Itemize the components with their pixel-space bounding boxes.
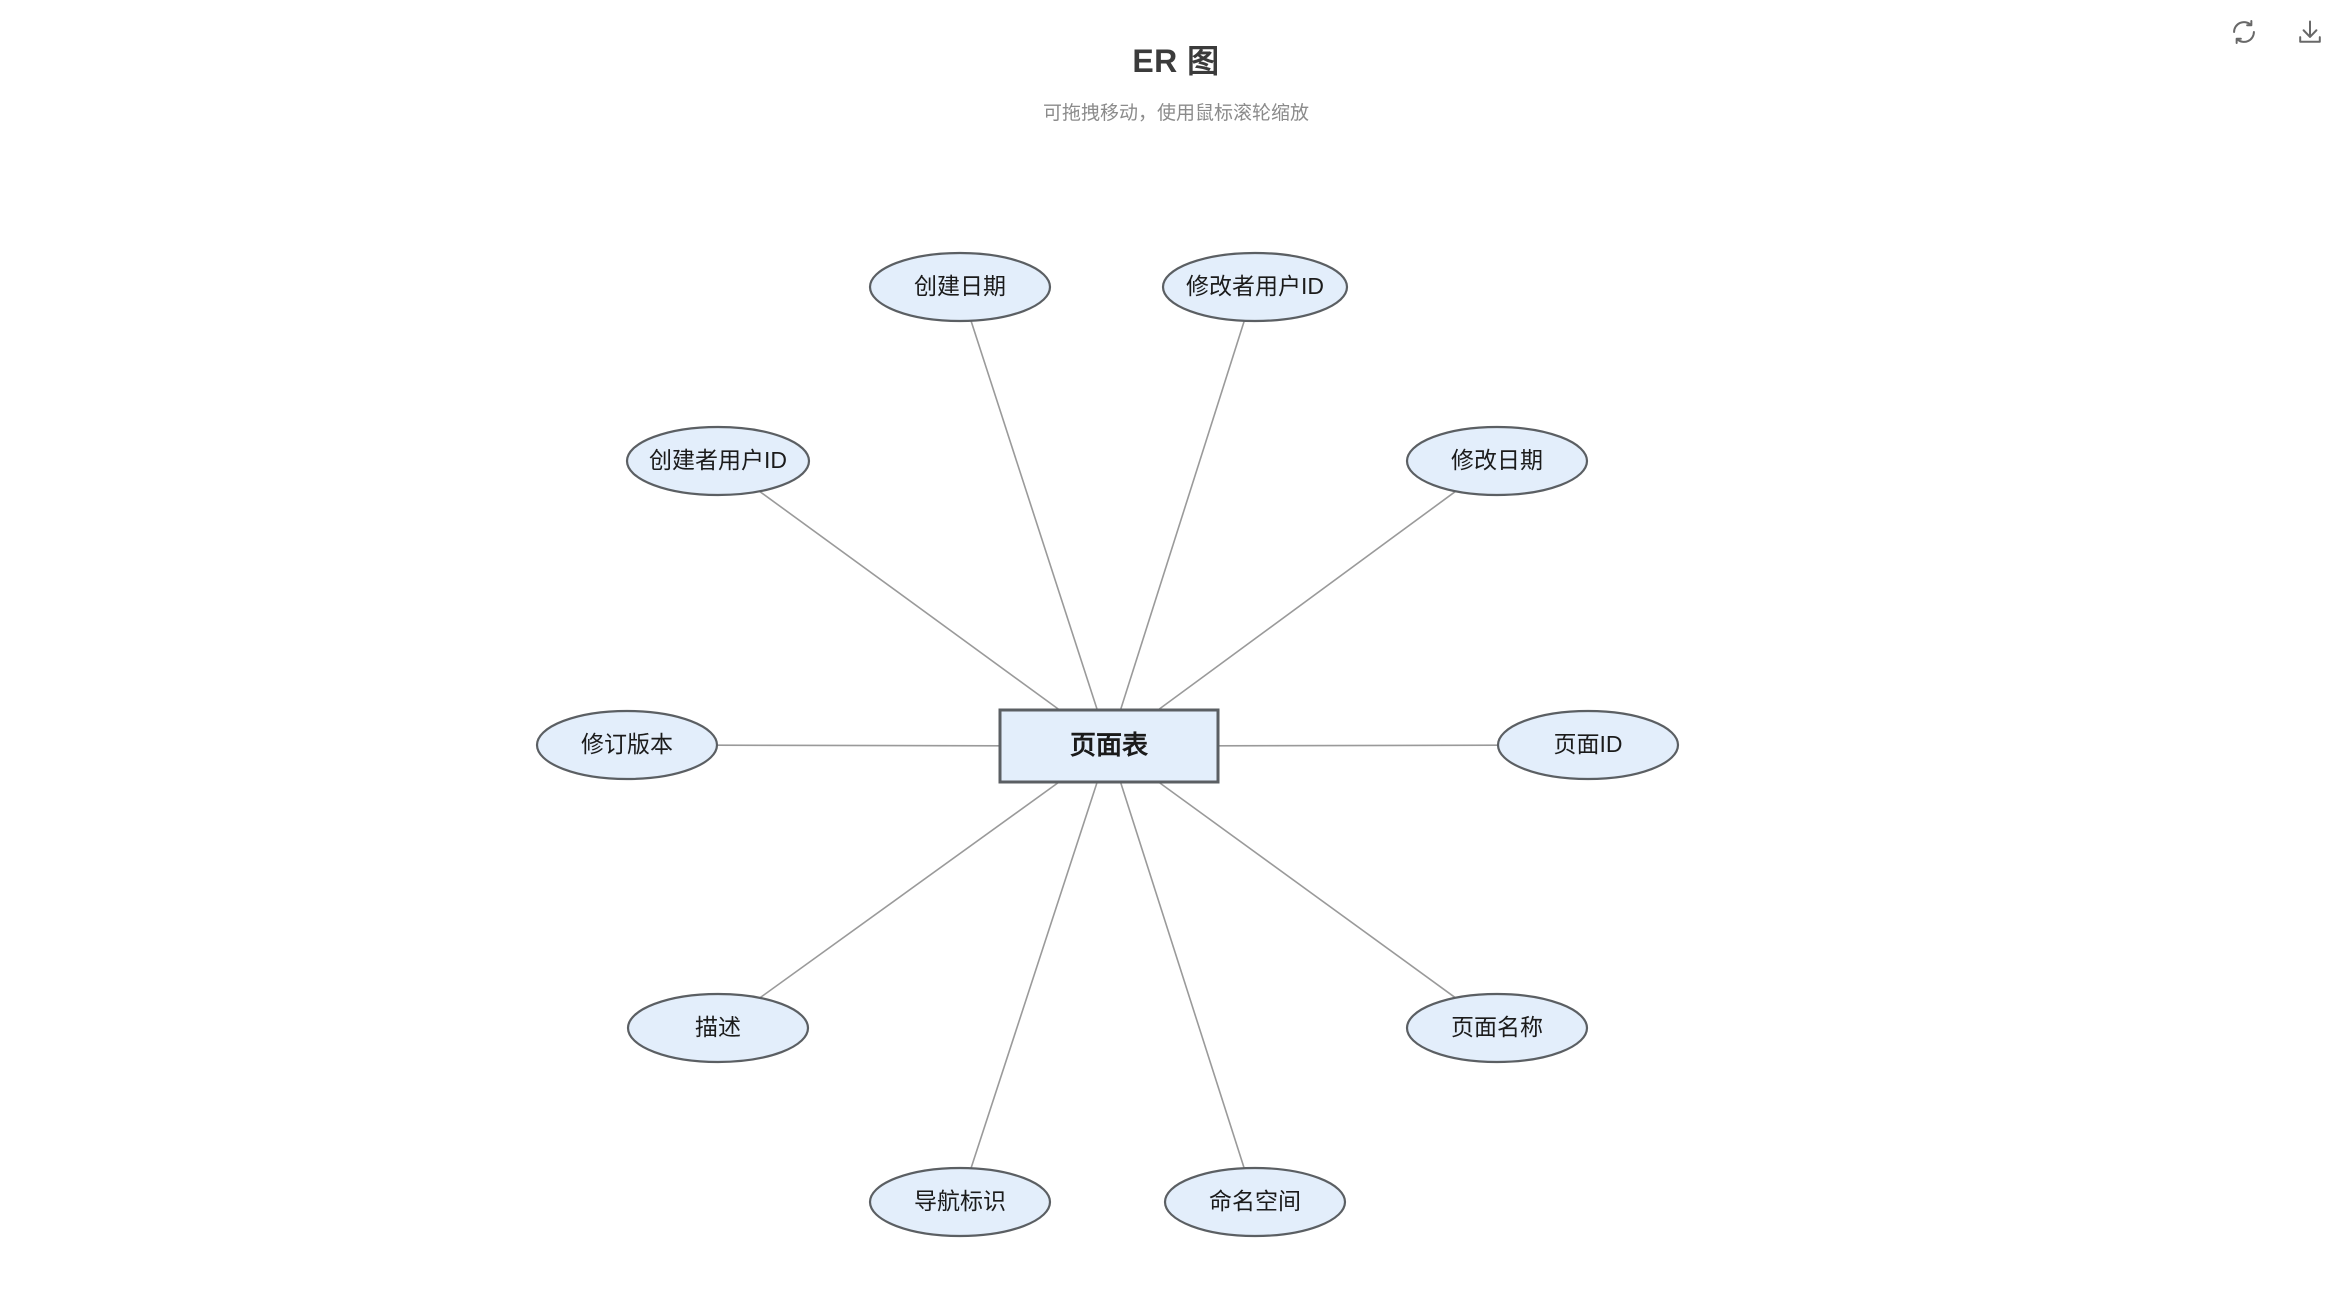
attribute-node[interactable]: 创建日期 [868, 251, 1052, 323]
er-edge [759, 490, 1061, 711]
attribute-node[interactable]: 修改者用户ID [1161, 251, 1349, 323]
entity-rect[interactable] [998, 708, 1220, 784]
er-edge [1119, 781, 1245, 1169]
attribute-node[interactable]: 命名空间 [1163, 1166, 1347, 1238]
attribute-ellipse[interactable] [1163, 1166, 1347, 1238]
refresh-button[interactable] [2224, 12, 2264, 52]
er-edge [1157, 490, 1457, 711]
attribute-ellipse[interactable] [868, 251, 1052, 323]
attribute-ellipse[interactable] [1496, 709, 1680, 781]
attribute-node[interactable]: 页面名称 [1405, 992, 1589, 1064]
attribute-ellipse[interactable] [535, 709, 719, 781]
download-icon [2296, 18, 2324, 46]
download-button[interactable] [2290, 12, 2330, 52]
entity-node[interactable]: 页面表 [998, 708, 1220, 784]
attribute-label: 页面ID [1554, 731, 1623, 757]
attribute-ellipse[interactable] [1161, 251, 1349, 323]
attribute-node[interactable]: 创建者用户ID [625, 425, 811, 497]
er-edge [1119, 320, 1246, 711]
attribute-label: 修改者用户ID [1186, 273, 1324, 299]
attribute-node[interactable]: 修改日期 [1405, 425, 1589, 497]
attribute-label: 描述 [695, 1014, 741, 1040]
attribute-label: 修订版本 [581, 731, 673, 757]
attribute-node[interactable]: 导航标识 [868, 1166, 1052, 1238]
attribute-node[interactable]: 描述 [626, 992, 810, 1064]
attribute-label: 创建者用户ID [649, 447, 787, 473]
er-edge [970, 320, 1099, 711]
attribute-ellipse[interactable] [1405, 992, 1589, 1064]
attribute-label: 页面名称 [1451, 1014, 1543, 1040]
er-edge [716, 744, 1001, 747]
er-edge [1158, 781, 1456, 999]
attribute-ellipse[interactable] [868, 1166, 1052, 1238]
attribute-node[interactable]: 页面ID [1496, 709, 1680, 781]
edge-layer [716, 320, 1499, 1169]
attribute-label: 命名空间 [1209, 1188, 1301, 1214]
attribute-ellipse[interactable] [626, 992, 810, 1064]
attribute-node[interactable]: 修订版本 [535, 709, 719, 781]
attribute-ellipse[interactable] [625, 425, 811, 497]
er-edge [1217, 744, 1499, 747]
er-edge [759, 781, 1060, 999]
attribute-ellipse[interactable] [1405, 425, 1589, 497]
attribute-label: 导航标识 [914, 1188, 1006, 1214]
refresh-icon [2230, 18, 2258, 46]
attribute-label: 创建日期 [914, 273, 1006, 299]
er-edge [970, 781, 1098, 1169]
entity-label: 页面表 [1070, 730, 1149, 760]
attribute-label: 修改日期 [1451, 447, 1543, 473]
toolbar [2224, 12, 2330, 52]
